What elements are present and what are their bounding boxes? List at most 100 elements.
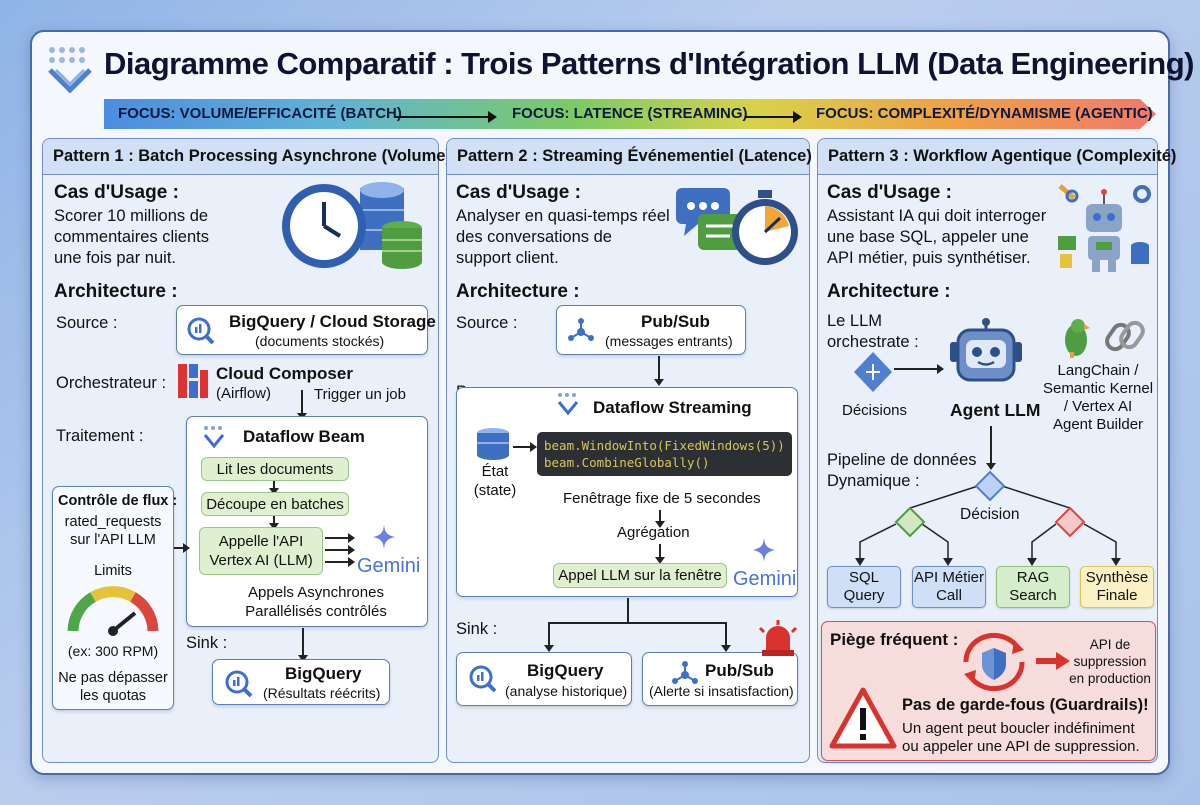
gemini-sparkle-icon [373,525,395,549]
p2-source-title: Pub/Sub [641,312,710,331]
p1-source-sub: (documents stockés) [255,333,385,349]
p2-sink2-title: Pub/Sub [705,661,774,680]
pattern-1-header: Pattern 1 : Batch Processing Asynchrone … [43,139,451,175]
p3-architecture-title: Architecture : [827,281,951,302]
shield-loop-icon [963,632,1025,692]
p1-gemini-logo: Gemini [357,555,421,577]
p1-step-split: Découpe en batches [201,492,349,516]
agent-robot-icon [950,318,1022,382]
p1-orchestrator-label: Orchestrateur : [56,374,167,392]
p2-source-label: Source : [456,314,518,332]
data-pipeline-logo-icon [48,47,92,94]
p2-sink-bigquery-box: BigQuery (analyse historique) [456,652,632,706]
dataflow-icon [557,393,579,416]
p1-architecture-title: Architecture : [54,281,178,302]
danger-arrow-icon [1036,652,1070,670]
gemini-sparkle-icon [753,538,775,562]
p1-trigger-arrow [298,390,306,420]
focus-agentic-label: FOCUS: COMPLEXITÉ/DYNAMISME (AGENTIC) [816,105,1153,122]
robot-tools-icon [1058,184,1151,272]
p1-flow-title: Contrôle de flux : [58,493,178,509]
p1-orchestrator-sub: (Airflow) [216,385,271,402]
chat-stopwatch-icon [676,188,798,265]
alarm-siren-icon [758,620,798,656]
p1-step-read: Lit les documents [201,457,349,481]
p1-orchestrator-title: Cloud Composer [216,364,353,383]
p1-source-title: BigQuery / Cloud Storage [229,312,436,331]
p2-beam-code: beam.WindowInto(FixedWindows(5))beam.Com… [537,432,792,476]
p2-architecture-title: Architecture : [456,281,580,302]
p3-decision-tree [855,470,1121,566]
pubsub-icon [672,661,698,684]
focus-batch-label: FOCUS: VOLUME/EFFICACITÉ (BATCH) [118,105,402,122]
p2-sink1-title: BigQuery [527,661,604,680]
p2-aggregation-text: Agrégation [617,524,690,541]
p1-rpm-label: (ex: 300 RPM) [67,643,159,659]
p3-agent-arrow [987,426,995,470]
p2-gemini-logo: Gemini [733,568,797,590]
rate-gauge-icon [67,586,159,636]
focus-streaming-label: FOCUS: LATENCE (STREAMING) [512,105,748,122]
p1-sink-box: BigQuery (Résultats réécrits) [212,659,390,705]
p2-dataflow-streaming-box: Dataflow Streaming État(state) beam.Wind… [456,387,798,597]
p2-source-arrow [655,356,663,386]
bigquery-icon [469,665,497,693]
diagram-title: Diagramme Comparatif : Trois Patterns d'… [104,46,1194,81]
p1-source-box: BigQuery / Cloud Storage (documents stoc… [176,305,436,355]
focus-arrow-1 [395,111,497,123]
p1-sink-sub: (Résultats réécrits) [263,685,381,701]
cloud-composer-icon [178,364,208,398]
p2-sink-pubsub-box: Pub/Sub (Alerte si insatisfaction) [642,652,798,706]
warning-triangle-icon [829,687,897,749]
p1-limits-label: Limits [94,563,132,579]
parrot-chain-icon [1065,319,1145,358]
p3-guardrails-title: Pas de garde-fous (Guardrails)! [902,696,1149,714]
p2-usage-title: Cas d'Usage : [456,182,581,203]
p2-processor-title: Dataflow Streaming [593,398,752,417]
pattern-3-header: Pattern 3 : Workflow Agentique (Complexi… [818,139,1176,175]
p2-sink-label: Sink : [456,620,498,638]
decision-diamond-icon [854,352,892,392]
p2-window-text: Fenêtrage fixe de 5 secondes [563,490,761,507]
p2-state-label: État(state) [473,463,517,499]
p3-agent-label: Agent LLM [950,400,1041,420]
p1-dataflow-beam-box: Dataflow Beam Lit les documents Découpe … [186,416,428,627]
dataflow-icon [203,426,225,449]
bigquery-icon [187,317,215,345]
p2-sink1-sub: (analyse historique) [505,683,628,699]
p3-decisions-arrow [894,365,944,373]
p1-flow-arrow [174,544,190,552]
pattern-2-header: Pattern 2 : Streaming Événementiel (Late… [447,139,812,175]
p2-source-sub: (messages entrants) [605,333,733,349]
p1-trigger-label: Trigger un job [314,386,406,403]
p1-processing-label: Traitement : [56,427,144,445]
pubsub-icon [568,318,594,341]
focus-arrow-2 [745,111,802,123]
p1-beam-title: Dataflow Beam [243,427,365,446]
p1-source-label: Source : [56,314,118,332]
p3-usage-title: Cas d'Usage : [827,182,952,203]
clock-database-icon [282,182,422,269]
p3-decisions-label: Décisions [842,402,908,419]
p1-sink-arrow [299,628,307,662]
p1-sink-label: Sink : [186,634,228,652]
focus-gradient-bar [104,99,1156,129]
p1-usage-title: Cas d'Usage : [54,182,179,203]
p2-sink2-sub: (Alerte si insatisfaction) [649,683,794,699]
